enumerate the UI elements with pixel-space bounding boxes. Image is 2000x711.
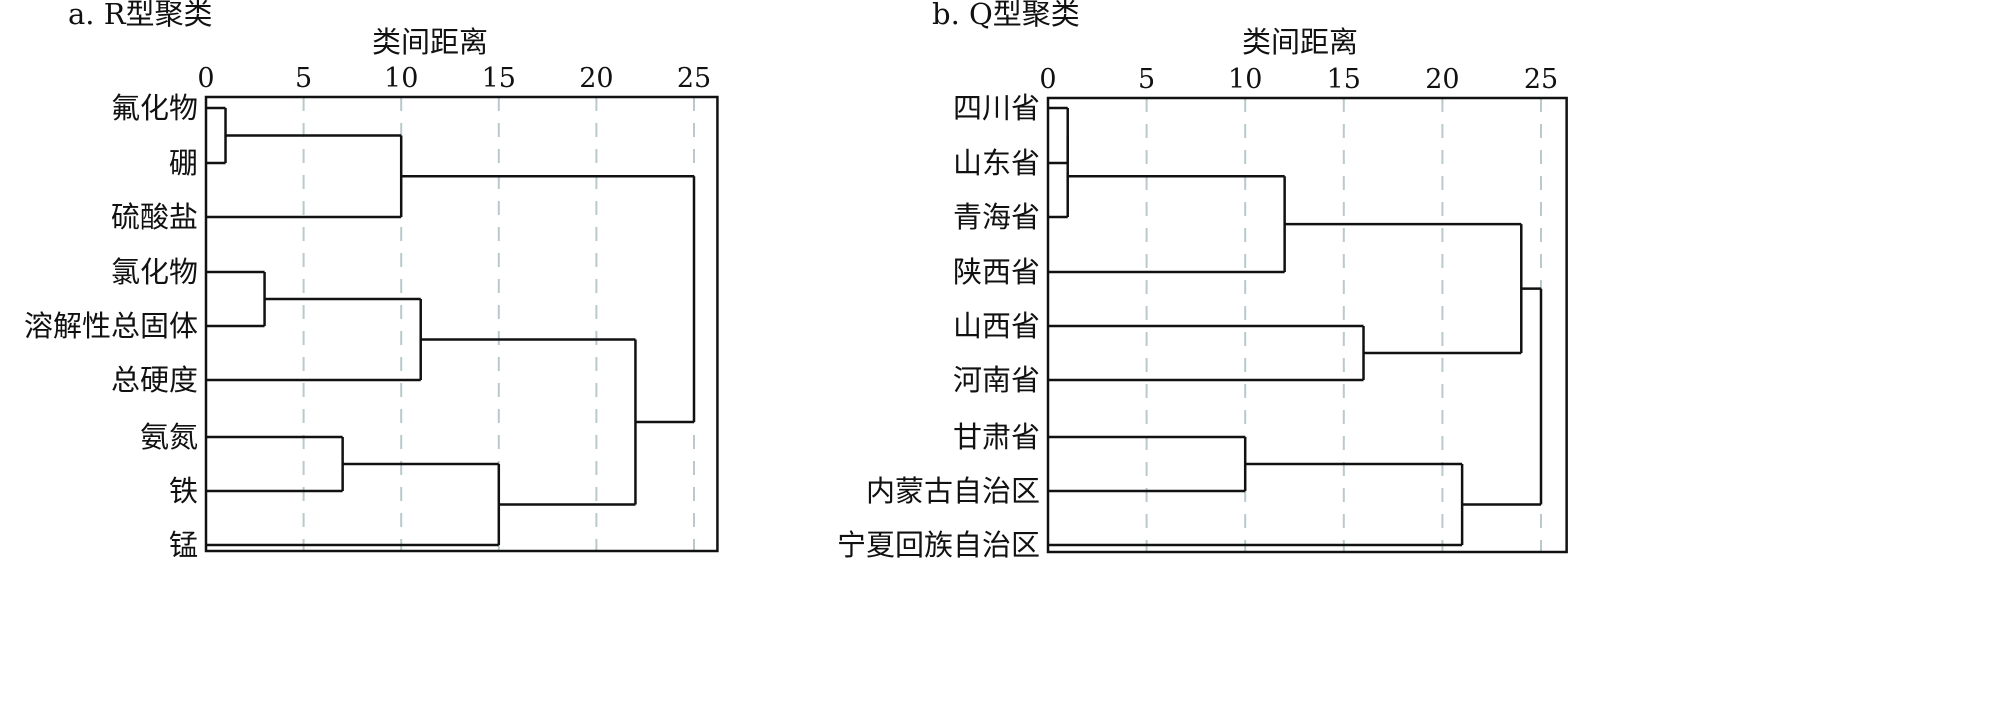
x-tick-label: 20 — [579, 63, 613, 94]
leaf-label: 陕西省 — [953, 255, 1040, 289]
leaf-label: 内蒙古自治区 — [866, 474, 1040, 508]
leaf-label: 总硬度 — [111, 363, 198, 397]
leaf-label: 锰 — [169, 528, 198, 562]
x-tick-label: 15 — [482, 63, 516, 94]
x-tick-label: 0 — [197, 63, 214, 94]
x-tick-label: 25 — [677, 63, 711, 94]
leaf-label: 硼 — [169, 146, 198, 180]
leaf-label: 氟化物 — [111, 91, 198, 125]
panel-a-title: a. R型聚类 — [68, 0, 213, 31]
leaf-label: 青海省 — [953, 200, 1040, 234]
panel-b-title: b. Q型聚类 — [932, 0, 1080, 31]
x-tick-label: 5 — [1138, 64, 1155, 95]
leaf-label: 宁夏回族自治区 — [837, 528, 1040, 562]
panel-b: b. Q型聚类 类间距离 0 5 10 15 20 25 四川省山东省青海省陕西省山西省河南… — [837, 0, 1568, 562]
leaf-label: 溶解性总固体 — [24, 309, 198, 343]
leaf-label: 甘肃省 — [953, 420, 1040, 454]
x-tick-label: 15 — [1327, 64, 1361, 95]
x-tick-label: 5 — [295, 63, 312, 94]
panel-b-xlabel: 类间距离 — [1242, 25, 1358, 59]
leaf-label: 山西省 — [953, 309, 1040, 343]
leaf-label: 河南省 — [953, 363, 1040, 397]
x-tick-label: 10 — [384, 63, 418, 94]
panel-b-plot: 0 5 10 15 20 25 四川省山东省青海省陕西省山西省河南省甘肃省内蒙古自治区宁夏回… — [837, 64, 1568, 562]
x-tick-label: 10 — [1228, 64, 1262, 95]
x-tick-label: 0 — [1039, 64, 1056, 95]
leaf-label: 山东省 — [953, 146, 1040, 180]
x-tick-label: 25 — [1524, 64, 1558, 95]
panel-a: a. R型聚类 类间距离 0 5 10 15 20 25 氟化物硼硫酸盐氯化物溶解性总固体总… — [24, 0, 719, 562]
leaf-label: 硫酸盐 — [111, 200, 198, 234]
leaf-label: 四川省 — [953, 91, 1040, 125]
panel-a-xlabel: 类间距离 — [372, 25, 488, 59]
leaf-label: 铁 — [169, 474, 198, 508]
plot-frame — [204, 95, 719, 553]
leaf-label: 氨氮 — [140, 420, 198, 454]
leaf-label: 氯化物 — [111, 255, 198, 289]
x-tick-label: 20 — [1425, 64, 1459, 95]
